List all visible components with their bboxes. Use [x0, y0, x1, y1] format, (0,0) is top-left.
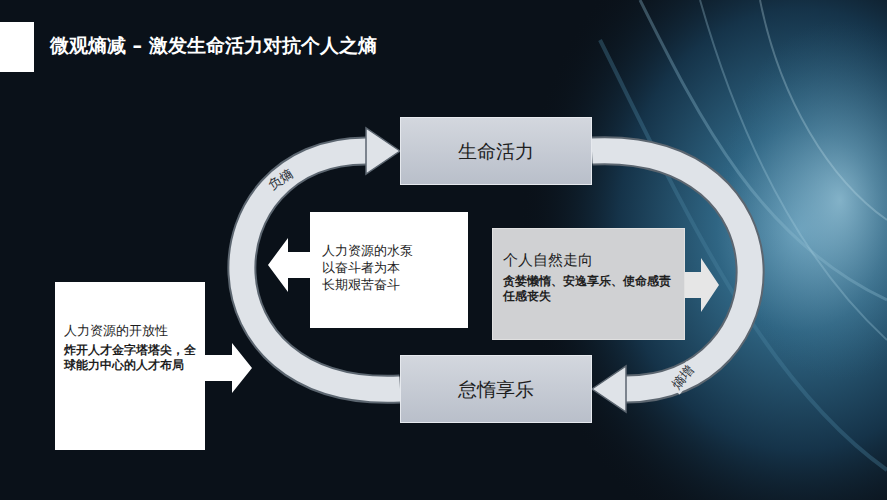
node-heading: 怠惰享乐 — [458, 377, 534, 402]
state-box: 怠惰享乐 — [400, 355, 592, 423]
node-heading: 生命活力 — [458, 139, 534, 164]
node-heading: 个人自然走向 — [503, 251, 674, 271]
node-body: 炸开人才金字塔塔尖，全球能力中心的人才布局 — [64, 343, 196, 374]
block-arrow — [685, 258, 719, 312]
block-arrow — [205, 343, 252, 393]
node-heading: 人力资源的水泵 以奋斗者为本 长期艰苦奋斗 — [322, 243, 457, 294]
state-box: 生命活力 — [400, 117, 592, 185]
slide-title: 微观熵减 – 激发生命活力对抗个人之熵 — [50, 33, 377, 59]
process-box: 人力资源的水泵 以奋斗者为本 长期艰苦奋斗 — [310, 212, 468, 328]
node-body: 贪婪懒惰、安逸享乐、使命感责任感丧失 — [503, 274, 674, 305]
node-heading: 人力资源的开放性 — [64, 323, 196, 340]
block-arrow — [268, 238, 310, 292]
arrow-head — [592, 366, 626, 412]
process-box: 人力资源的开放性炸开人才金字塔塔尖，全球能力中心的人才布局 — [55, 282, 205, 450]
process-box: 个人自然走向贪婪懒惰、安逸享乐、使命感责任感丧失 — [492, 228, 685, 340]
arrow-head — [366, 128, 400, 174]
title-square — [0, 22, 34, 72]
